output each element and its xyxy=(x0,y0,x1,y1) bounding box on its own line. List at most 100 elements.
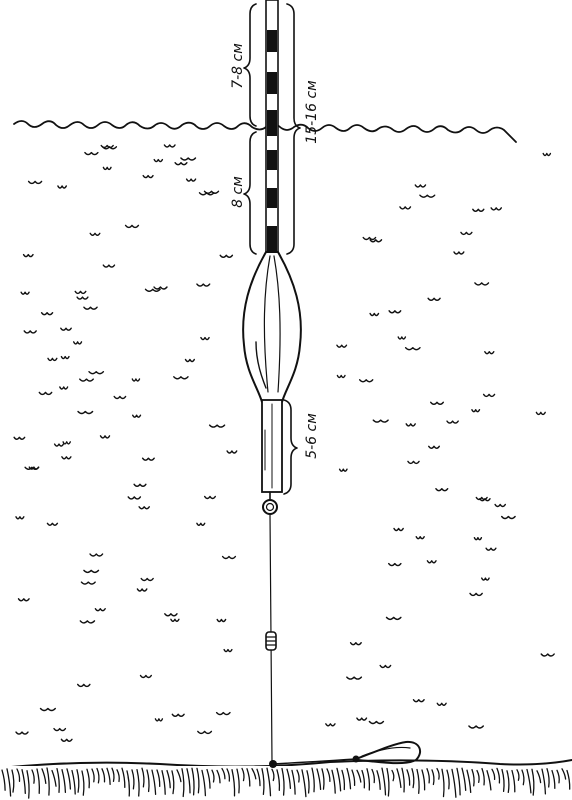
ripple-mark xyxy=(372,419,389,423)
ripple-mark xyxy=(200,336,210,341)
ripple-mark xyxy=(219,254,234,258)
ground-hatch-stroke xyxy=(376,770,381,790)
ripple-mark xyxy=(362,236,377,241)
ripple-mark xyxy=(223,648,233,653)
ripple-mark xyxy=(138,506,150,510)
ripple-mark xyxy=(60,738,73,742)
ripple-mark xyxy=(154,718,164,722)
ripple-mark xyxy=(102,166,112,171)
label-antenna-below-water: 8 см xyxy=(230,176,246,208)
label-total-antenna: 15-16 см xyxy=(304,80,320,144)
ground-hatch-stroke xyxy=(216,769,221,784)
ripple-mark xyxy=(27,180,43,185)
ripple-mark xyxy=(136,588,148,592)
ground-hatch-stroke xyxy=(251,768,257,780)
ripple-mark xyxy=(102,264,116,268)
ground-hatch-stroke xyxy=(371,768,376,784)
ripple-mark xyxy=(39,707,56,712)
ground-hatch-stroke xyxy=(241,767,245,782)
ground-hatch-stroke xyxy=(511,769,516,793)
ripple-mark xyxy=(481,577,490,581)
ripple-mark xyxy=(173,376,189,380)
ripple-mark xyxy=(132,414,142,418)
ripple-mark xyxy=(369,239,383,243)
ripple-mark xyxy=(349,642,362,646)
ground-hatch-stroke xyxy=(61,769,67,794)
ripple-mark xyxy=(133,483,147,487)
ripple-mark xyxy=(180,157,197,161)
ripple-mark xyxy=(164,613,178,617)
ground-hatch-stroke xyxy=(466,769,472,794)
ground-hatch-stroke xyxy=(386,767,390,797)
ripple-mark xyxy=(494,503,506,508)
ground-hatch-stroke xyxy=(366,768,371,791)
sinker-shot xyxy=(265,631,277,651)
bracket-below-water xyxy=(243,131,257,255)
ground-hatch-stroke xyxy=(316,768,322,791)
ripple-mark xyxy=(84,151,99,156)
ground-hatch-stroke xyxy=(401,767,405,793)
ripple-mark xyxy=(446,420,459,424)
ripple-mark xyxy=(83,569,100,574)
ripple-mark xyxy=(475,496,488,501)
ripple-mark xyxy=(13,436,26,440)
ground-hatch-stroke xyxy=(346,767,352,790)
ground-hatch-stroke xyxy=(326,768,331,783)
ground-hatch-stroke xyxy=(341,769,346,791)
ripple-mark xyxy=(141,457,155,461)
ground-hatch-stroke xyxy=(141,767,145,788)
ripple-mark xyxy=(338,468,348,472)
ground-hatch-stroke xyxy=(136,768,140,797)
ripple-mark xyxy=(356,717,368,721)
ground-hatch-stroke xyxy=(546,768,550,788)
ground-hatch-stroke xyxy=(531,768,535,796)
ripple-mark xyxy=(89,553,104,557)
ground-hatch-stroke xyxy=(421,769,426,791)
ground-hatch-stroke xyxy=(426,768,430,784)
ripple-mark xyxy=(153,158,164,163)
ground-hatch-stroke xyxy=(81,770,85,796)
ground-hatch-stroke xyxy=(221,767,226,780)
ripple-mark xyxy=(38,391,53,396)
ripple-mark xyxy=(15,731,29,735)
ground-hatch-stroke xyxy=(176,769,182,783)
ripple-mark xyxy=(22,253,34,258)
ripple-mark xyxy=(99,435,111,439)
ripple-mark xyxy=(74,290,87,295)
ripple-mark xyxy=(428,445,440,449)
ripple-mark xyxy=(23,330,37,334)
ripple-mark xyxy=(204,495,216,500)
ripple-mark xyxy=(226,450,238,454)
ripple-mark xyxy=(94,608,106,612)
ripple-mark xyxy=(436,702,447,706)
ripple-mark xyxy=(419,194,436,198)
ground-hatch-stroke xyxy=(516,769,520,781)
ripple-mark xyxy=(170,618,180,622)
ripple-mark xyxy=(346,676,363,680)
ground-hatch-stroke xyxy=(56,767,60,793)
ripple-mark xyxy=(53,727,67,732)
ripple-mark xyxy=(460,231,473,236)
ground-hatch-stroke xyxy=(226,768,231,782)
ripple-mark xyxy=(89,232,101,236)
ground-hatch-stroke xyxy=(231,769,236,797)
ripple-mark xyxy=(388,562,402,567)
ground-hatch-stroke xyxy=(281,767,285,796)
ripple-mark xyxy=(184,358,195,363)
ripple-mark xyxy=(385,616,402,621)
ripple-mark xyxy=(501,515,516,520)
ripple-mark xyxy=(427,297,441,301)
ground-hatch-stroke xyxy=(51,769,57,787)
ripple-mark xyxy=(325,723,336,727)
ripple-mark xyxy=(28,466,40,470)
ground-hatch-stroke xyxy=(66,768,72,790)
ripple-mark xyxy=(80,581,96,585)
ripple-mark xyxy=(15,516,25,520)
float-body xyxy=(242,251,302,403)
ground-hatch-stroke xyxy=(561,768,567,780)
bracket-above-water xyxy=(243,3,257,127)
ground-hatch-stroke xyxy=(256,768,261,787)
ripple-mark xyxy=(221,555,237,560)
ground-hatch-stroke xyxy=(121,767,126,789)
ground-hatch-stroke xyxy=(476,769,480,784)
